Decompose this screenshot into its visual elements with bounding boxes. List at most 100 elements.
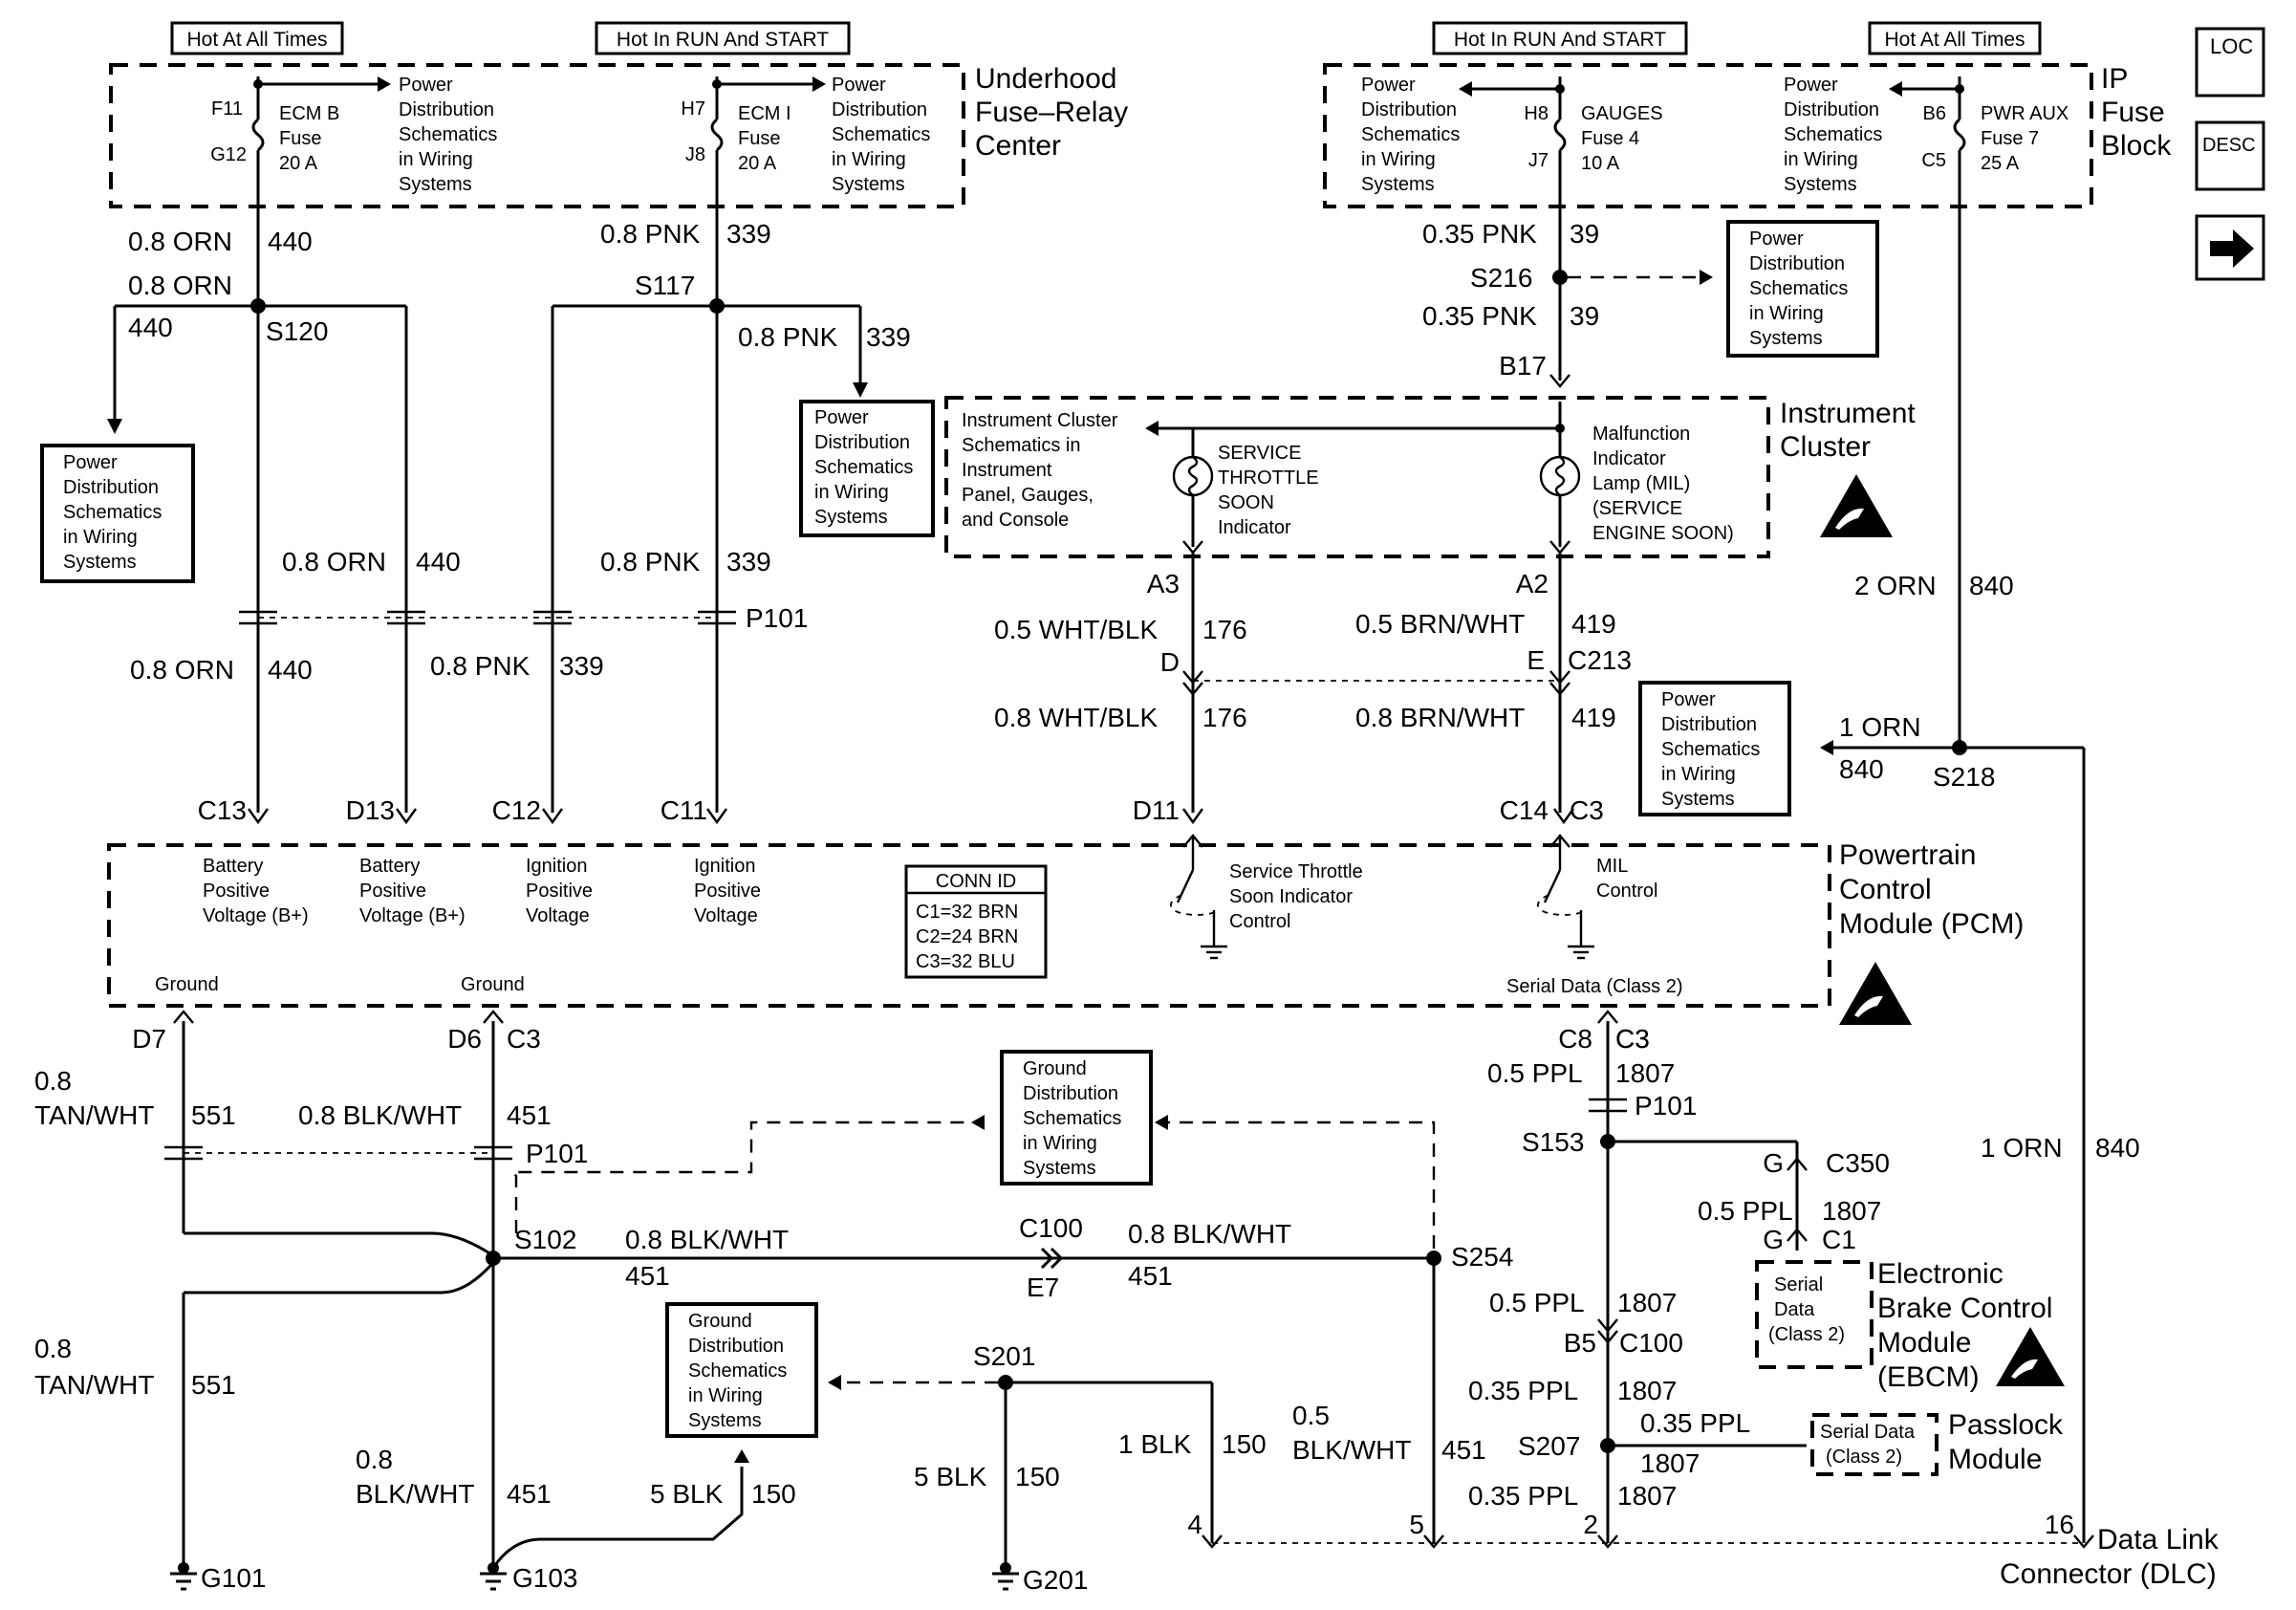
svg-text:Distribution: Distribution: [1749, 253, 1845, 274]
svg-text:419: 419: [1571, 609, 1616, 639]
svg-text:LOC: LOC: [2210, 34, 2253, 58]
svg-text:0.5 PPL: 0.5 PPL: [1489, 1288, 1585, 1317]
svg-text:Fuse: Fuse: [2101, 97, 2165, 128]
power-distribution-ref-ecmi: Power Distribution Schematics in Wiring …: [832, 75, 930, 195]
svg-text:840: 840: [1969, 571, 2014, 600]
svg-text:Distribution: Distribution: [832, 99, 927, 120]
svg-text:in Wiring: in Wiring: [1749, 303, 1824, 324]
circuit-419: A2 0.5 BRN/WHT 419 E C213 0.8 BRN/WHT 41…: [1193, 553, 1632, 813]
svg-text:S254: S254: [1451, 1242, 1513, 1272]
svg-text:840: 840: [2095, 1133, 2140, 1163]
svg-text:0.35 PPL: 0.35 PPL: [1468, 1376, 1578, 1405]
svg-text:Systems: Systems: [832, 174, 905, 195]
svg-text:451: 451: [1128, 1261, 1173, 1291]
svg-text:4: 4: [1187, 1510, 1202, 1539]
svg-text:Power: Power: [1749, 228, 1804, 250]
svg-text:Hot At All Times: Hot At All Times: [1884, 29, 2025, 51]
svg-text:Underhood: Underhood: [975, 63, 1116, 95]
svg-text:A3: A3: [1147, 569, 1180, 598]
svg-text:Distribution: Distribution: [63, 477, 159, 498]
svg-text:Systems: Systems: [814, 507, 888, 528]
svg-text:GAUGES: GAUGES: [1581, 103, 1663, 124]
power-distribution-ref-gauges: Power Distribution Schematics in Wiring …: [1361, 75, 1460, 195]
svg-text:DESC: DESC: [2202, 135, 2256, 156]
svg-text:in Wiring: in Wiring: [832, 149, 906, 170]
svg-text:Passlock: Passlock: [1948, 1409, 2064, 1441]
svg-text:Distribution: Distribution: [814, 432, 910, 453]
svg-text:551: 551: [191, 1100, 236, 1130]
svg-text:P101: P101: [746, 603, 808, 633]
svg-text:C8: C8: [1558, 1024, 1592, 1054]
svg-text:G101: G101: [201, 1563, 267, 1593]
svg-text:16: 16: [2045, 1510, 2074, 1539]
svg-text:Voltage (B+): Voltage (B+): [359, 905, 466, 926]
svg-text:Data Link: Data Link: [2097, 1524, 2220, 1556]
svg-text:C100: C100: [1619, 1328, 1683, 1358]
svg-text:P101: P101: [1635, 1091, 1697, 1120]
svg-text:Systems: Systems: [1661, 789, 1735, 810]
svg-text:Data: Data: [1774, 1299, 1815, 1320]
svg-text:in Wiring: in Wiring: [399, 149, 473, 170]
svg-text:Hot In RUN And START: Hot In RUN And START: [617, 29, 829, 51]
svg-text:339: 339: [726, 547, 771, 577]
svg-text:Positive: Positive: [203, 881, 270, 902]
svg-text:5: 5: [1409, 1510, 1424, 1539]
svg-text:Power: Power: [814, 407, 869, 428]
svg-text:IP: IP: [2101, 63, 2128, 95]
desc-icon[interactable]: DESC: [2195, 120, 2265, 191]
svg-text:S102: S102: [514, 1225, 576, 1254]
svg-text:SOON: SOON: [1218, 492, 1274, 513]
svg-text:Center: Center: [975, 130, 1061, 162]
circuit-176: A3 0.5 WHT/BLK 176 D 0.8 WHT/BLK 176: [994, 553, 1247, 813]
svg-text:C13: C13: [198, 795, 247, 825]
svg-text:ECM B: ECM B: [279, 103, 339, 124]
svg-text:D13: D13: [346, 795, 395, 825]
svg-text:E7: E7: [1027, 1273, 1059, 1302]
circuit-840: 2 ORN 840 1 ORN 840 S218 1 ORN 840: [1820, 167, 2140, 1543]
svg-text:SERVICE: SERVICE: [1218, 443, 1301, 464]
svg-text:Fuse: Fuse: [279, 128, 321, 149]
gauges-fuse: H8 J7 GAUGES Fuse 4 10 A Power Distribut…: [1361, 75, 1663, 195]
svg-text:39: 39: [1570, 301, 1599, 331]
svg-text:D: D: [1160, 647, 1180, 677]
pcm-input-4: Ignition Positive Voltage: [694, 856, 761, 926]
next-page-arrow-icon[interactable]: [2195, 214, 2265, 281]
svg-text:in Wiring: in Wiring: [814, 482, 889, 503]
svg-text:Powertrain: Powertrain: [1839, 839, 1976, 871]
svg-text:0.8 PNK: 0.8 PNK: [430, 651, 531, 681]
pcm-module: Powertrain Control Module (PCM) Battery …: [107, 834, 2024, 1008]
svg-text:Hot In RUN And START: Hot In RUN And START: [1454, 29, 1666, 51]
esd-warning-icon-ebcm: [1996, 1327, 2065, 1386]
ebcm-module: Serial Data (Class 2) Electronic Brake C…: [1755, 1258, 2052, 1393]
svg-text:F11: F11: [211, 98, 243, 120]
svg-text:Cluster: Cluster: [1780, 431, 1871, 463]
svg-text:Service Throttle: Service Throttle: [1229, 861, 1363, 882]
svg-text:Instrument Cluster: Instrument Cluster: [962, 410, 1118, 431]
svg-text:0.5 PPL: 0.5 PPL: [1698, 1196, 1793, 1226]
svg-text:P101: P101: [526, 1139, 588, 1168]
svg-text:Systems: Systems: [1784, 174, 1857, 195]
svg-text:Distribution: Distribution: [688, 1336, 784, 1357]
svg-text:1 BLK: 1 BLK: [1118, 1429, 1192, 1459]
circuit-339: 0.8 PNK 339 S117 0.8 PNK 339 0.8 PNK 339…: [430, 167, 911, 813]
svg-text:Positive: Positive: [359, 881, 426, 902]
svg-text:Voltage: Voltage: [526, 905, 590, 926]
svg-text:(SERVICE: (SERVICE: [1592, 498, 1682, 519]
svg-text:J8: J8: [685, 144, 705, 165]
svg-text:C3: C3: [1570, 795, 1604, 825]
pwr-aux-fuse: B6 C5 PWR AUX Fuse 7 25 A Power Distribu…: [1784, 75, 2069, 195]
svg-text:0.5 BRN/WHT: 0.5 BRN/WHT: [1355, 609, 1525, 639]
svg-text:Systems: Systems: [63, 552, 137, 573]
svg-text:Power: Power: [399, 75, 453, 96]
underhood-fuse-relay-center: Underhood Fuse–Relay Center: [109, 63, 1128, 208]
svg-text:PWR AUX: PWR AUX: [1981, 103, 2069, 124]
power-distribution-ref-840: Power Distribution Schematics in Wiring …: [1638, 681, 1791, 816]
svg-text:Electronic: Electronic: [1877, 1258, 2004, 1290]
loc-icon[interactable]: LOC: [2195, 27, 2265, 98]
svg-text:Schematics: Schematics: [1361, 124, 1460, 145]
svg-text:Power: Power: [1784, 75, 1838, 96]
svg-text:D7: D7: [132, 1024, 166, 1054]
svg-text:1807: 1807: [1822, 1196, 1881, 1226]
svg-text:C12: C12: [492, 795, 541, 825]
svg-text:5 BLK: 5 BLK: [650, 1479, 724, 1509]
